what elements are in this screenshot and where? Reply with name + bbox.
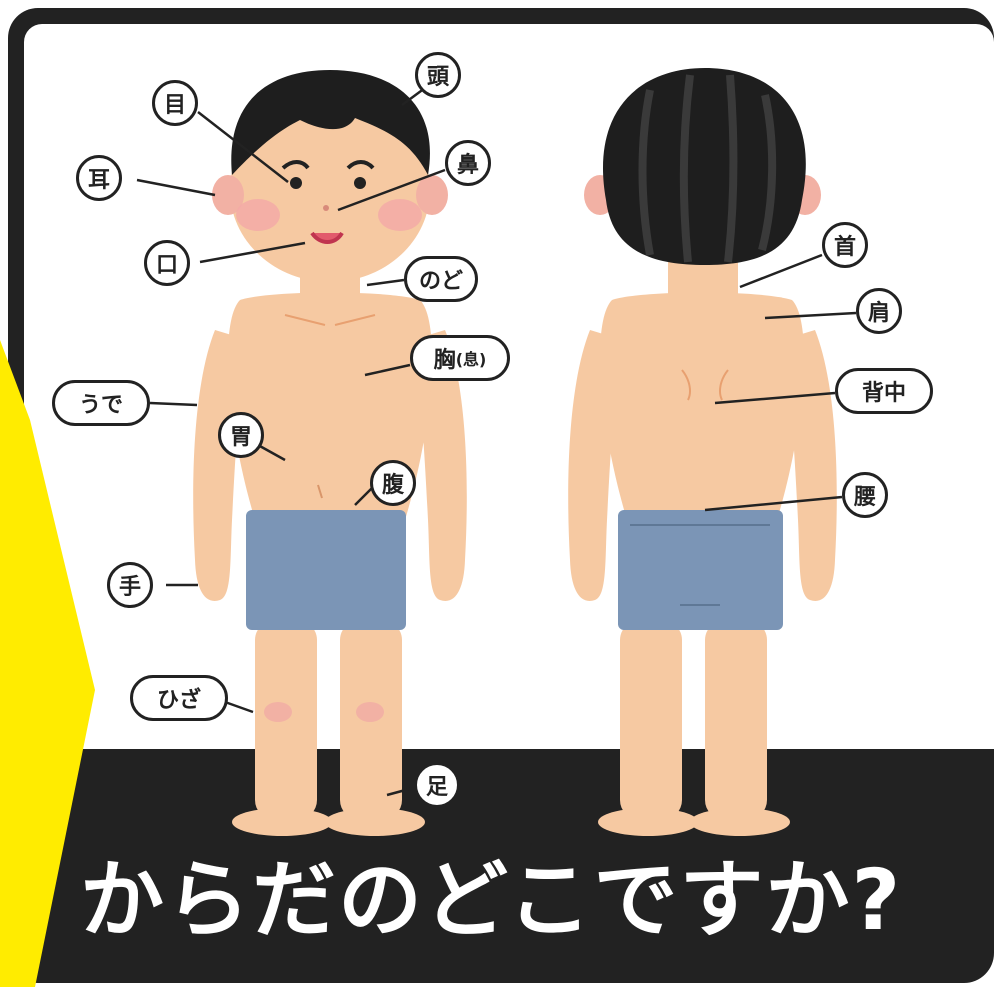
label-nose-text: 鼻 — [456, 153, 479, 178]
label-back-text: 背中 — [861, 381, 906, 406]
label-hand-text: 手 — [118, 575, 141, 600]
label-hand: 手 — [107, 562, 153, 608]
label-arm: うで — [52, 380, 150, 426]
label-ear-text: 耳 — [87, 168, 110, 193]
front-figure — [193, 70, 467, 836]
label-chest-note: (息) — [455, 350, 487, 369]
label-throat-text: のど — [418, 269, 463, 294]
yellow-arrow-shape — [0, 340, 95, 987]
label-chest-text: 胸 — [433, 348, 456, 373]
label-arm-text: うで — [78, 393, 123, 418]
label-belly-text: 腹 — [381, 473, 404, 498]
leader-lines — [136, 86, 857, 797]
label-eye-text: 目 — [163, 93, 186, 118]
label-knee-text: ひざ — [156, 688, 201, 713]
label-head-text: 頭 — [426, 65, 449, 90]
illustration-area — [24, 24, 994, 749]
label-waist: 腰 — [842, 472, 888, 518]
label-head: 頭 — [415, 52, 461, 98]
label-foot-text: 足 — [425, 775, 448, 800]
label-waist-text: 腰 — [853, 485, 876, 510]
label-stomach: 胃 — [218, 412, 264, 458]
label-ear: 耳 — [76, 155, 122, 201]
page-title: からだのどこですか? — [80, 851, 903, 949]
label-shoulder-text: 肩 — [867, 301, 890, 326]
label-mouth-text: 口 — [155, 253, 178, 278]
label-belly: 腹 — [370, 460, 416, 506]
label-stomach-text: 胃 — [229, 425, 252, 450]
label-nose: 鼻 — [445, 140, 491, 186]
label-foot: 足 — [414, 762, 460, 808]
label-back: 背中 — [835, 368, 933, 414]
back-figure — [568, 68, 837, 836]
label-shoulder: 肩 — [856, 288, 902, 334]
label-eye: 目 — [152, 80, 198, 126]
label-chest: 胸(息) — [410, 335, 510, 381]
label-mouth: 口 — [144, 240, 190, 286]
label-neck-text: 首 — [833, 235, 856, 260]
label-knee: ひざ — [130, 675, 228, 721]
label-neck: 首 — [822, 222, 868, 268]
label-throat: のど — [404, 256, 478, 302]
